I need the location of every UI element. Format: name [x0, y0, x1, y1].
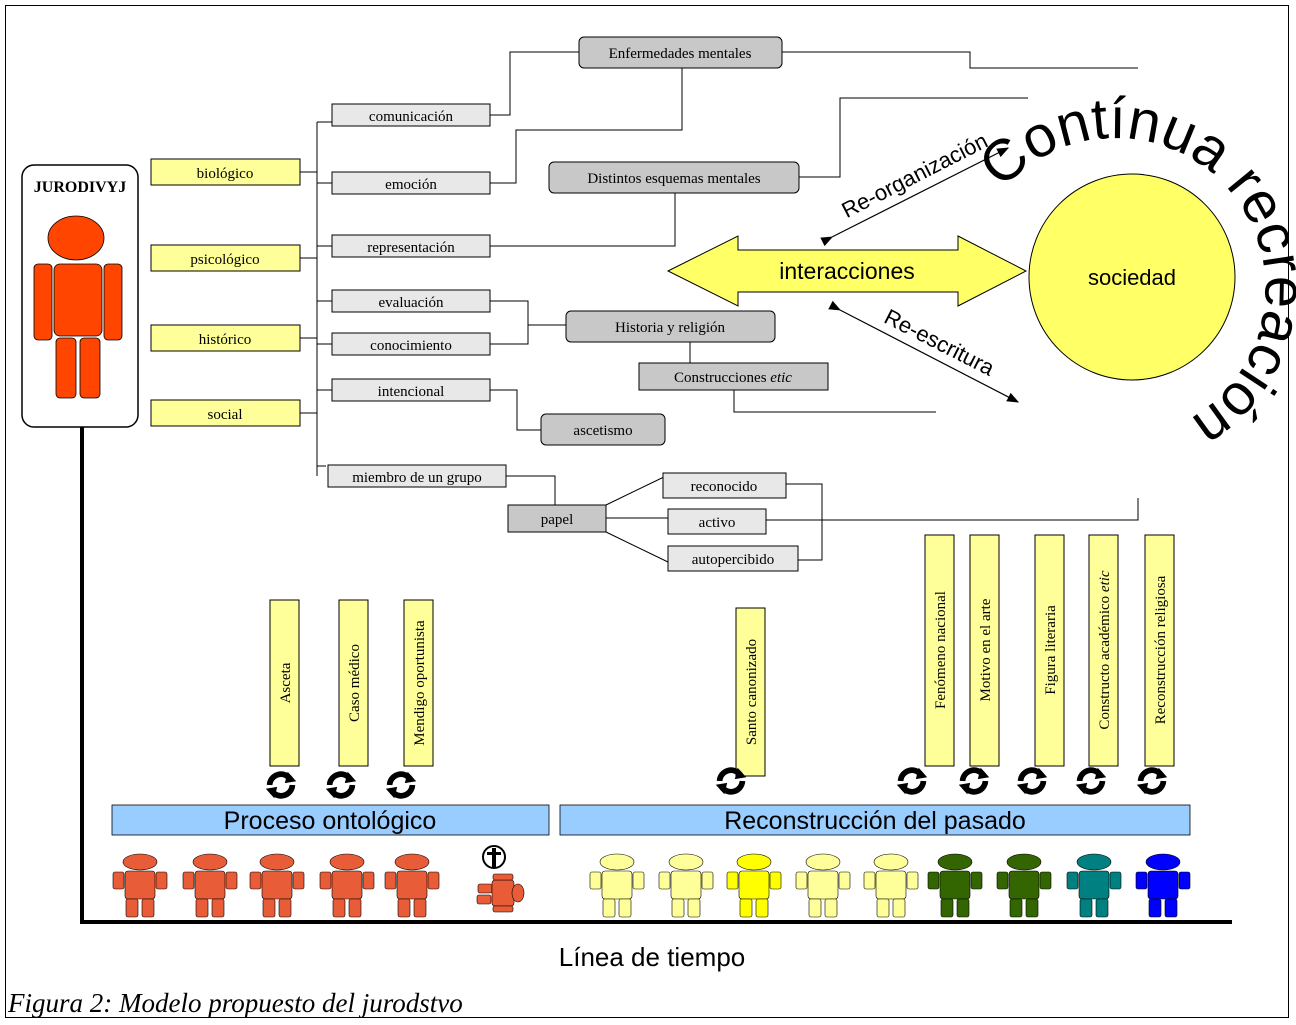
- person-figure-icon: [927, 853, 983, 918]
- role-activo: activo: [699, 515, 736, 531]
- stage-labels: Asceta Caso médico Mendigo oportunista S…: [269, 534, 1175, 777]
- person-figure-icon: [996, 853, 1052, 918]
- figure-caption: Figura 2: Modelo propuesto del jurodstvo: [7, 988, 463, 1018]
- role-autopercibido: autopercibido: [692, 552, 774, 568]
- stage-asceta: Asceta: [278, 662, 294, 703]
- cycle-icon: [1076, 768, 1106, 795]
- reescritura-label: Re-escritura: [880, 304, 999, 381]
- node-papel: papel: [541, 512, 573, 528]
- dimension-connectors: [300, 121, 332, 476]
- node-ascetismo: ascetismo: [573, 423, 632, 439]
- concept-nodes: Enfermedades mentales Distintos esquemas…: [507, 36, 829, 533]
- dimension-biologico: biológico: [197, 166, 254, 182]
- node-historia-religion: Historia y religión: [615, 320, 725, 336]
- person-figure-icon: [589, 853, 645, 918]
- node-esquemas-mentales: Distintos esquemas mentales: [587, 171, 760, 187]
- deceased-figure: [476, 845, 525, 913]
- aspect-representacion: representación: [367, 240, 455, 256]
- dimension-psicologico: psicológico: [190, 252, 259, 268]
- role-reconocido: reconocido: [691, 479, 758, 495]
- node-enfermedades-mentales: Enfermedades mentales: [609, 46, 752, 62]
- cycle-icon: [1017, 768, 1047, 795]
- concept-connectors: [490, 51, 1139, 563]
- subject-label: JURODIVYJ: [34, 179, 126, 196]
- aspect-nodes: comunicación emoción representación eval…: [327, 103, 507, 488]
- person-figure-icon: [182, 853, 238, 918]
- stage-fenomeno-nacional: Fenómeno nacional: [933, 591, 949, 709]
- person-figure-icon: [249, 853, 305, 918]
- lying-person-icon: [476, 873, 525, 913]
- aspect-intencional: intencional: [378, 384, 445, 400]
- aspect-miembro-grupo: miembro de un grupo: [352, 470, 482, 486]
- dimension-nodes: biológico psicológico histórico social: [150, 158, 301, 427]
- cycle-icon: [326, 772, 356, 799]
- person-figures-row: [112, 853, 1191, 918]
- person-figure-icon: [112, 853, 168, 918]
- dimension-historico: histórico: [199, 332, 252, 348]
- aspect-comunicacion: comunicación: [369, 109, 454, 125]
- person-figure-icon: [658, 853, 714, 918]
- person-figure-icon: [863, 853, 919, 918]
- stage-reconstruccion-religiosa: Reconstrucción religiosa: [1153, 575, 1169, 724]
- node-construcciones-etic: Construcciones etic: [674, 370, 792, 386]
- sociedad-label: sociedad: [1088, 265, 1176, 290]
- timeline-label: Línea de tiempo: [559, 942, 745, 972]
- subject-person-icon: [33, 215, 123, 399]
- reescritura-arrow: Re-escritura: [828, 300, 1020, 403]
- cycle-icon: [959, 768, 989, 795]
- person-figure-icon: [1066, 853, 1122, 918]
- role-nodes: reconocido activo autopercibido: [662, 472, 799, 572]
- sociedad-circle: sociedad: [1028, 173, 1236, 381]
- aspect-emocion: emoción: [385, 177, 437, 193]
- person-figure-icon: [1135, 853, 1191, 918]
- phase-proceso-ontologico: Proceso ontológico: [224, 807, 437, 835]
- aspect-conocimiento: conocimiento: [370, 338, 452, 354]
- person-figure-icon: [319, 853, 375, 918]
- interacciones-arrow: interacciones: [666, 235, 1028, 307]
- cycle-icon: [1137, 768, 1167, 795]
- cross-icon: [482, 845, 506, 869]
- cycle-icon: [386, 772, 416, 799]
- stage-figura-literaria: Figura literaria: [1043, 605, 1059, 695]
- person-figure-icon: [795, 853, 851, 918]
- cycle-icon: [897, 768, 927, 795]
- cycle-icons: [266, 768, 1167, 799]
- reorganizacion-label: Re-organización: [838, 128, 992, 223]
- phase-bars: Proceso ontológico Reconstrucción del pa…: [111, 804, 1191, 836]
- dimension-social: social: [208, 407, 243, 423]
- person-figure-icon: [726, 853, 782, 918]
- phase-reconstruccion-pasado: Reconstrucción del pasado: [724, 807, 1026, 835]
- figure-frame: [5, 5, 1289, 1018]
- timeline-axis: [80, 427, 1232, 924]
- stage-motivo-arte: Motivo en el arte: [978, 598, 994, 701]
- stage-constructo-academico: Constructo académico etic: [1097, 570, 1113, 729]
- person-figure-icon: [384, 853, 440, 918]
- subject-box: JURODIVYJ: [21, 164, 139, 428]
- stage-caso-medico: Caso médico: [347, 644, 363, 722]
- cycle-icon: [266, 772, 296, 799]
- interacciones-label: interacciones: [779, 258, 915, 284]
- stage-santo-canonizado: Santo canonizado: [744, 639, 760, 745]
- stage-mendigo-oportunista: Mendigo oportunista: [412, 620, 428, 746]
- aspect-evaluacion: evaluación: [379, 295, 444, 311]
